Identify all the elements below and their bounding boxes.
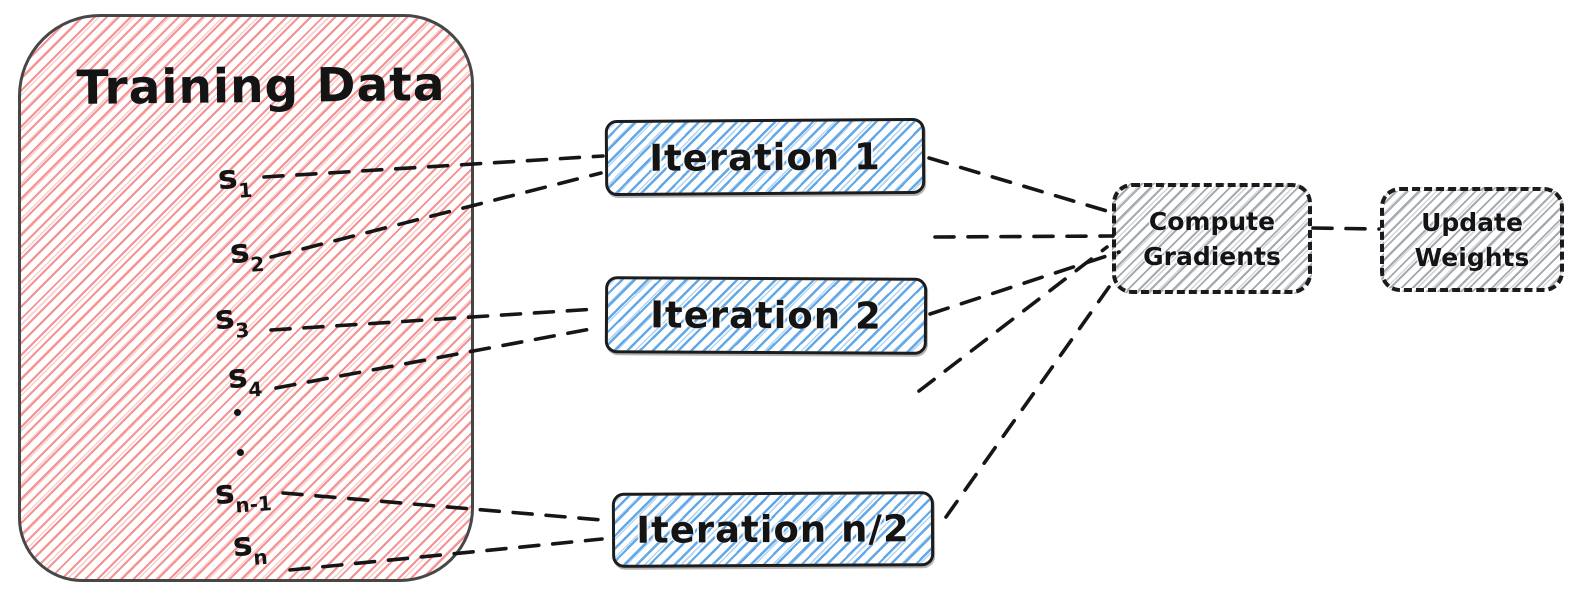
- sample-label-s4: s4: [226, 355, 264, 402]
- update-weights-label-line2: Weights: [1414, 242, 1530, 272]
- iteration-1-box: Iteration 1: [604, 117, 926, 197]
- iteration-1-label: Iteration 1: [649, 134, 881, 180]
- sample-label-s1: s1: [216, 156, 254, 203]
- ellipsis-dot: [237, 449, 244, 456]
- sample-label-sn-1: sn-1: [213, 471, 273, 518]
- iteration-2-label: Iteration 2: [650, 293, 882, 338]
- update-weights-label-line1: Update: [1421, 207, 1523, 237]
- edge-compute-gradients-to-update-weights: [1311, 226, 1381, 231]
- edge-iteration-2-to-compute-gradients: [928, 250, 1121, 316]
- compute-gradients-label-line2: Gradients: [1143, 241, 1281, 271]
- compute-gradients-box: Compute Gradients: [1112, 183, 1312, 294]
- edge-hidden-iteration-b-to-compute-gradients: [917, 245, 1109, 393]
- training-data-box: Training Data: [18, 14, 474, 582]
- compute-gradients-label-line1: Compute: [1148, 206, 1276, 236]
- iteration-2-box: Iteration 2: [604, 276, 928, 355]
- iteration-n2-label: Iteration n/2: [636, 507, 910, 552]
- edge-hidden-iteration-a-to-compute-gradients: [933, 234, 1115, 239]
- sample-label-s2: s2: [228, 230, 266, 277]
- update-weights-box: Update Weights: [1380, 187, 1564, 292]
- edge-iteration-1-to-compute-gradients: [927, 156, 1119, 216]
- sample-label-sn: sn: [231, 523, 269, 570]
- sample-label-s3: s3: [213, 296, 251, 343]
- edge-iteration-n2-to-compute-gradients: [944, 285, 1111, 519]
- iteration-n2-box: Iteration n/2: [611, 491, 935, 568]
- training-data-title: Training Data: [76, 57, 446, 116]
- ellipsis-dot: [234, 409, 241, 416]
